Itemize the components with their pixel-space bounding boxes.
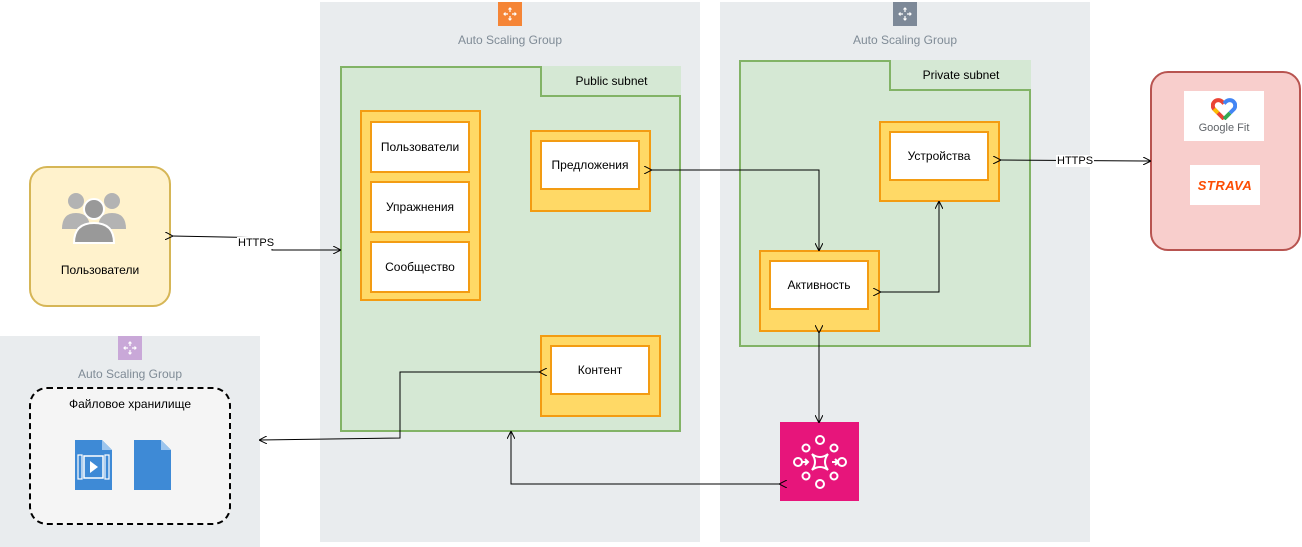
service-offers[interactable]: Предложения: [540, 140, 640, 190]
asg-storage-label: Auto Scaling Group: [77, 367, 183, 381]
https-external-label: HTTPS: [1056, 155, 1095, 167]
public-subnet-label: Public subnet: [540, 66, 681, 97]
edge-broker-public: [511, 432, 780, 484]
service-users[interactable]: Пользователи: [370, 121, 470, 173]
google-fit-label: Google Fit: [1198, 122, 1250, 134]
auto-scaling-icon: [893, 2, 917, 26]
service-devices[interactable]: Устройства: [889, 131, 989, 181]
service-content[interactable]: Контент: [550, 345, 650, 395]
asg-public-label: Auto Scaling Group: [457, 33, 563, 47]
users-group-icon: [58, 189, 130, 245]
asg-private-label: Auto Scaling Group: [852, 33, 958, 47]
edge-activity-devices: [880, 202, 939, 292]
file-storage: [29, 387, 231, 525]
strava-label: STRAVA: [1197, 177, 1253, 193]
private-subnet-label: Private subnet: [889, 60, 1031, 91]
edge-offers-activity: [651, 170, 819, 250]
service-exercises[interactable]: Упражнения: [370, 181, 470, 233]
google-fit-heart-icon: [1211, 98, 1237, 120]
service-activity[interactable]: Активность: [769, 260, 869, 310]
auto-scaling-icon: [498, 2, 522, 26]
google-fit-logo[interactable]: Google Fit: [1184, 91, 1264, 141]
users-actor-label: Пользователи: [60, 263, 140, 277]
file-storage-title: Файловое хранилище: [68, 397, 192, 411]
video-file-icon: [75, 440, 112, 490]
message-broker-icon[interactable]: [780, 422, 859, 501]
strava-logo[interactable]: STRAVA: [1190, 165, 1260, 205]
service-community[interactable]: Сообщество: [370, 241, 470, 293]
auto-scaling-icon: [118, 336, 142, 360]
https-users-label: HTTPS: [237, 237, 276, 249]
edge-content-storage: [260, 372, 540, 440]
document-file-icon: [134, 440, 171, 490]
